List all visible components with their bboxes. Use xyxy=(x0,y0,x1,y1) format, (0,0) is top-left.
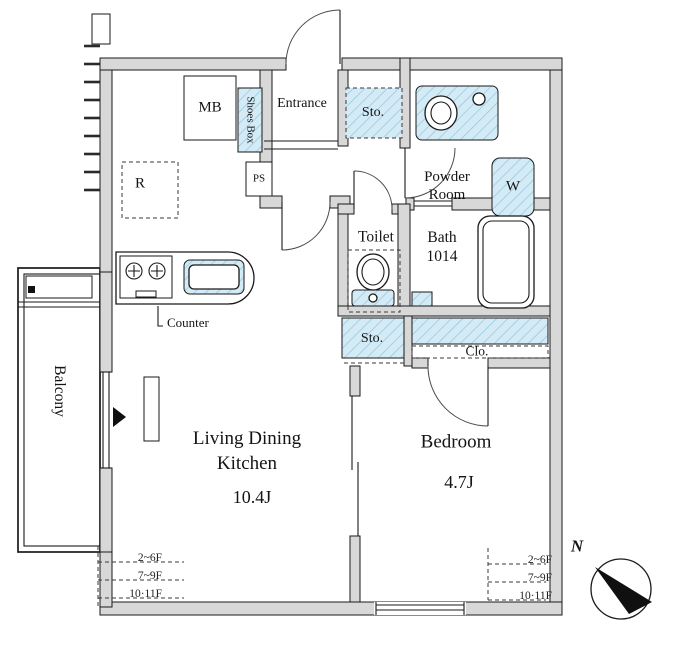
toilet-door-arc xyxy=(353,170,393,210)
balcony-structure xyxy=(17,267,101,553)
label-counter: Counter xyxy=(167,315,209,330)
counter-leader-line xyxy=(157,306,163,327)
hall-ldk-door-arc xyxy=(281,201,331,251)
north-compass xyxy=(590,558,652,620)
section-marker xyxy=(113,407,126,427)
label-ps: PS xyxy=(252,172,266,185)
wash-basin xyxy=(424,95,458,131)
entrance-door-arc xyxy=(285,9,341,65)
label-ldk-size: 10.4J xyxy=(232,487,272,507)
label-washer: W xyxy=(505,178,521,195)
storage-and-closet xyxy=(341,317,549,364)
room-label-bath: Bath 1014 xyxy=(426,229,458,265)
balcony-drain xyxy=(28,286,35,293)
floor-step-lines-right xyxy=(487,548,546,601)
room-label-entrance: Entrance xyxy=(277,96,327,111)
floor-step-label: 2~6F xyxy=(527,554,552,566)
bathtub xyxy=(477,215,535,309)
storage-top-box xyxy=(345,87,403,139)
floor-step-label: 10·11F xyxy=(519,590,552,602)
label-north: N xyxy=(570,536,584,556)
toilet-fixture xyxy=(347,249,401,313)
closet-band xyxy=(411,317,549,345)
label-bedroom-size: 4.7J xyxy=(444,472,474,492)
room-label-balcony: Balcony xyxy=(50,365,68,417)
room-label-mb: MB xyxy=(198,99,222,116)
floor-step-label: 2~6F xyxy=(137,552,162,564)
room-label-toilet: Toilet xyxy=(358,228,394,246)
room-label-sto-mid: Sto. xyxy=(360,331,384,346)
windows xyxy=(100,371,466,615)
floor-step-label: 10·11F xyxy=(129,588,162,600)
room-label-closet: Clo. xyxy=(465,343,489,359)
label-fridge: R xyxy=(134,175,146,192)
storage-mid-box xyxy=(341,317,405,359)
floor-step-label: 7~9F xyxy=(527,572,552,584)
fixture-panel xyxy=(143,376,160,442)
bedroom-door-arc xyxy=(427,365,489,427)
pipe-space xyxy=(245,161,273,197)
room-label-sto-top: Sto. xyxy=(361,105,385,120)
closet-sliding-area xyxy=(411,345,549,359)
bath-drain-area xyxy=(411,291,433,307)
room-label-bedroom: Bedroom xyxy=(420,431,492,453)
meter-box xyxy=(183,75,237,141)
bathroom-fixtures xyxy=(411,215,535,309)
floor-step-lines-left xyxy=(97,546,184,606)
door-swings xyxy=(281,9,489,427)
room-label-shoes-box: Shoes Box xyxy=(244,96,257,144)
room-label-powder-room: Powder Room xyxy=(424,169,470,203)
floor-step-labels-right: 2~6F 7~9F 10·11F xyxy=(492,551,552,605)
refrigerator-space xyxy=(121,161,179,219)
shoes-box xyxy=(237,87,263,153)
floor-step-label: 7~9F xyxy=(137,570,162,582)
room-label-ldk: Living Dining Kitchen xyxy=(192,428,302,474)
entrance-area xyxy=(183,75,403,197)
exterior-tick-marks xyxy=(84,13,111,192)
kitchen xyxy=(115,161,255,442)
powder-door-arc xyxy=(404,147,456,199)
floor-step-labels-left: 2~6F 7~9F 10·11F xyxy=(96,549,162,603)
north-needle xyxy=(595,567,652,614)
